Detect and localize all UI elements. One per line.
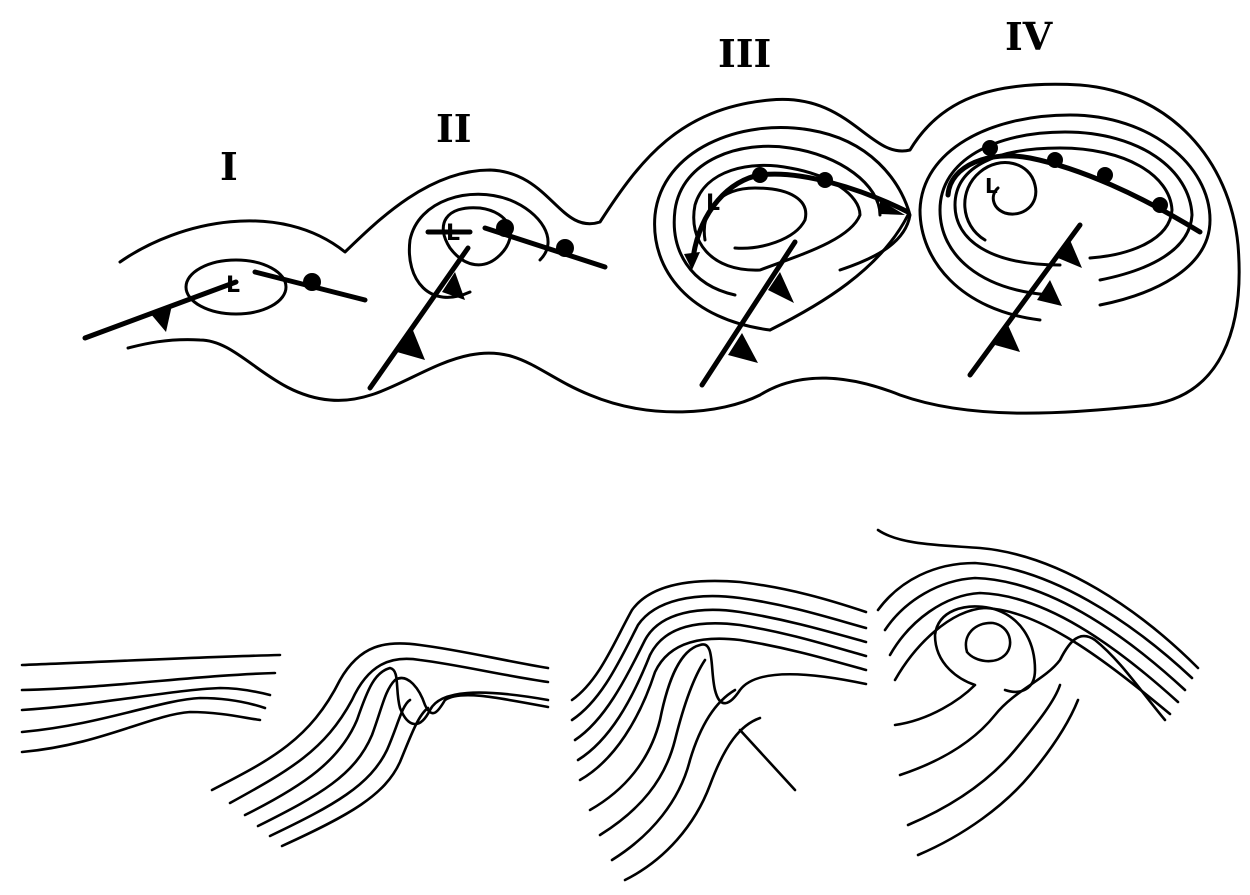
stage-IV-occluded-semicircle-3: [1097, 167, 1113, 183]
stage-I-streamlines: [22, 655, 280, 752]
stage-label-IV: IV: [1005, 14, 1054, 59]
stage-IV-cold-front-triangle-3: [1058, 240, 1082, 268]
stage-III-isobar-3: [694, 165, 860, 270]
stage-IV-occluded-semicircle-4: [1152, 197, 1168, 213]
stage-label-I: I: [220, 144, 238, 189]
stage-II-isobar-outer: [409, 194, 548, 297]
stage-III-occluded-semicircle-2: [817, 172, 833, 188]
stage-IV-spiral: [965, 163, 1036, 240]
stage-IV-occluded-semicircle-1: [982, 140, 998, 156]
stage-III-isobar-1: [655, 128, 910, 330]
stage-III-occluded-front: [693, 174, 908, 258]
stage-III-streamlines: [572, 581, 866, 880]
stage-I-warm-front-semicircle: [303, 273, 321, 291]
stage-IV-isobar-2: [940, 132, 1192, 295]
stage-I-cold-front-triangle: [150, 305, 172, 332]
stage-III-warm-sector-isobar: [770, 215, 908, 330]
stage-III-occluded-semicircle-1: [752, 167, 768, 183]
stage-label-III: III: [718, 31, 771, 76]
stage-IV-low-symbol: L: [985, 174, 998, 198]
stage-III-occluded-triangle: [684, 252, 700, 270]
stage-IV-occluded-semicircle-2: [1047, 152, 1063, 168]
stage-IV-streamlines: [878, 530, 1198, 855]
stage-II-cold-front: [370, 248, 468, 388]
stage-II-warm-front-semicircle-1: [496, 219, 514, 237]
stage-IV-cold-front: [970, 225, 1080, 375]
stage-II-warm-front-semicircle-2: [556, 239, 574, 257]
stage-IV-isobar-1: [920, 115, 1210, 320]
stage-label-II: II: [436, 106, 472, 151]
